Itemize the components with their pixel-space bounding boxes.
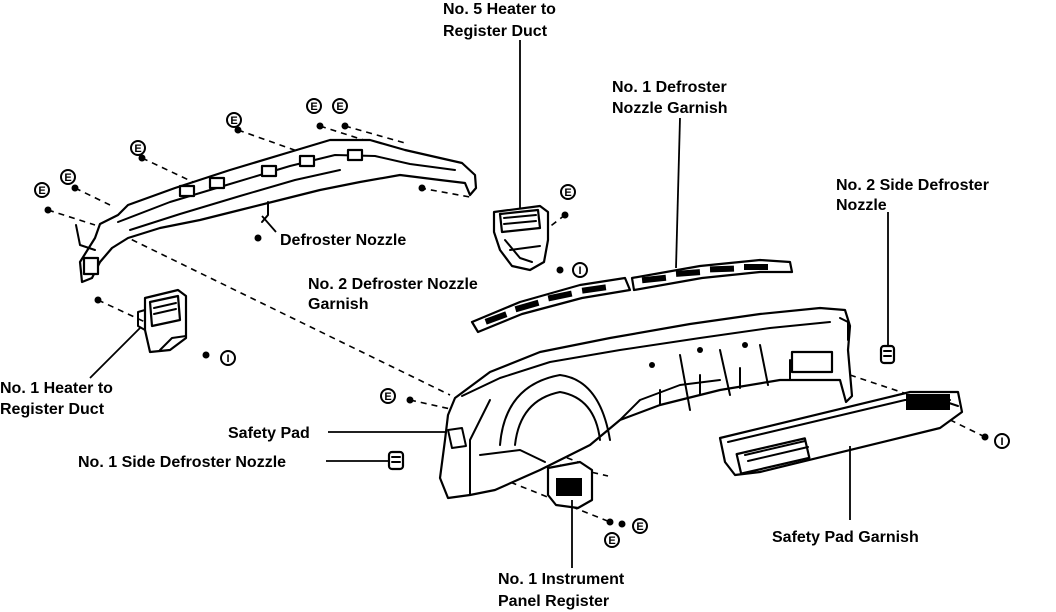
fastener-i-icon: I xyxy=(220,350,236,366)
svg-text:I: I xyxy=(1000,436,1003,448)
no1-side-defroster-part xyxy=(387,450,405,471)
fastener-i-icon: I xyxy=(994,433,1010,449)
no1-heater-duct-part xyxy=(137,288,188,354)
svg-text:E: E xyxy=(384,391,391,403)
label-no1-heater-duct: No. 1 Heater to Register Duct xyxy=(0,380,117,418)
svg-text:E: E xyxy=(230,115,237,127)
svg-text:E: E xyxy=(336,101,343,113)
fastener-e-icon: E xyxy=(332,98,348,114)
svg-text:E: E xyxy=(64,172,71,184)
leader-lines xyxy=(89,40,889,568)
svg-text:E: E xyxy=(636,521,643,533)
fastener-e-icon: E xyxy=(380,388,396,404)
label-no1-panel-register: No. 1 Instrument Panel Register xyxy=(498,571,629,610)
svg-text:E: E xyxy=(38,185,45,197)
label-safety-pad-garnish: Safety Pad Garnish xyxy=(772,529,919,546)
screws xyxy=(44,122,989,528)
no1-defroster-garnish-part xyxy=(630,258,794,292)
svg-text:E: E xyxy=(608,535,615,547)
fastener-marks: E E E E E E E I I E E E I xyxy=(34,98,1010,548)
fastener-e-icon: E xyxy=(604,532,620,548)
defroster-nozzle-part xyxy=(75,138,478,284)
no1-panel-register-part xyxy=(546,460,594,510)
svg-text:E: E xyxy=(310,101,317,113)
label-safety-pad: Safety Pad xyxy=(228,425,310,442)
no2-defroster-garnish-part xyxy=(470,276,632,334)
fastener-e-icon: E xyxy=(60,169,76,185)
fastener-e-icon: E xyxy=(130,140,146,156)
label-no2-side-defroster: No. 2 Side Defroster Nozzle xyxy=(836,177,993,214)
fastener-e-icon: E xyxy=(560,184,576,200)
no2-side-defroster-part xyxy=(879,344,896,365)
safety-pad-garnish-part xyxy=(718,390,964,477)
label-defroster-nozzle: Defroster Nozzle xyxy=(280,232,406,249)
fastener-e-icon: E xyxy=(306,98,322,114)
safety-pad-part xyxy=(438,306,854,500)
no5-heater-duct-part xyxy=(492,204,550,272)
svg-text:E: E xyxy=(134,143,141,155)
svg-text:I: I xyxy=(578,265,581,277)
label-no1-defroster-garnish: No. 1 Defroster Nozzle Garnish xyxy=(612,79,731,117)
label-no5-heater-duct: No. 5 Heater to Register Duct xyxy=(443,1,560,40)
svg-text:E: E xyxy=(564,187,571,199)
fastener-i-icon: I xyxy=(572,262,588,278)
svg-text:I: I xyxy=(226,353,229,365)
label-no1-side-defroster: No. 1 Side Defroster Nozzle xyxy=(78,454,286,471)
label-no2-defroster-garnish: No. 2 Defroster Nozzle Garnish xyxy=(308,276,482,313)
fastener-e-icon: E xyxy=(226,112,242,128)
fastener-e-icon: E xyxy=(632,518,648,534)
fastener-e-icon: E xyxy=(34,182,50,198)
callout-labels: No. 5 Heater to Register Duct No. 1 Defr… xyxy=(0,1,993,610)
